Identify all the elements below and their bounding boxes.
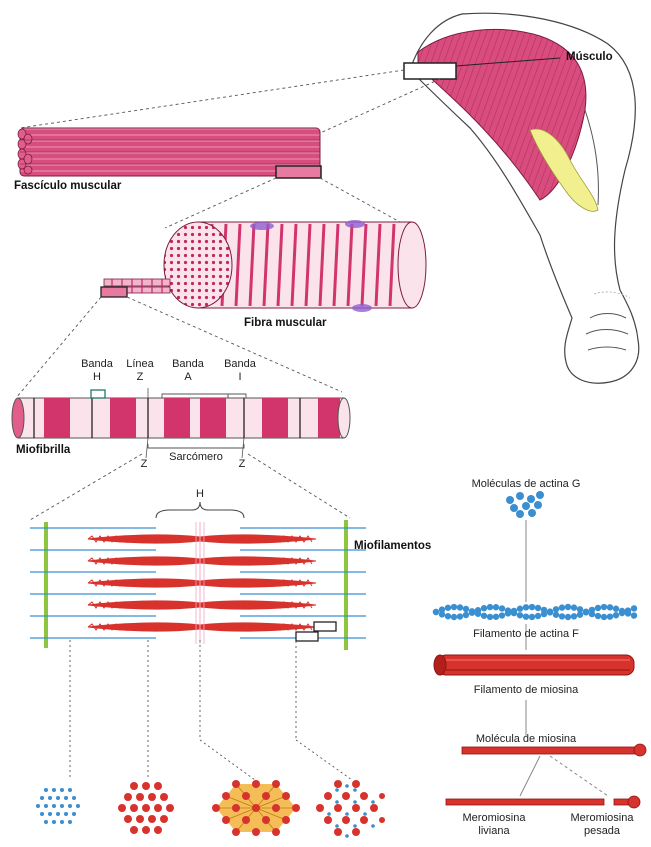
label-meromiosina-liviana-line2: liviana bbox=[478, 825, 509, 838]
actin-f-bead bbox=[613, 612, 619, 618]
label-fibra-muscular: Fibra muscular bbox=[244, 317, 326, 330]
actin-f-bead bbox=[535, 613, 541, 619]
label-banda-a-line2: A bbox=[184, 371, 191, 384]
actin-f-bead bbox=[499, 612, 505, 618]
actin-f-bead bbox=[625, 610, 631, 616]
actin-f-bead bbox=[481, 613, 487, 619]
cross-section-mixed bbox=[316, 780, 385, 838]
actin-f-bead bbox=[589, 607, 595, 613]
actin-f-bead bbox=[607, 604, 613, 610]
actin-f-bead bbox=[499, 605, 505, 611]
label-z-right: Z bbox=[239, 458, 246, 471]
actin-f-bead bbox=[451, 614, 457, 620]
actin-f-bead bbox=[601, 604, 607, 610]
meromiosina-pesada-shape bbox=[614, 796, 640, 808]
arm-cut-box bbox=[404, 63, 456, 79]
actin-f-bead bbox=[469, 608, 475, 614]
label-molecula-miosina: Molécula de miosina bbox=[476, 733, 576, 746]
actin-f-bead bbox=[601, 614, 607, 620]
actin-g-molecules bbox=[506, 491, 544, 518]
actin-f-bead bbox=[457, 604, 463, 610]
actin-f-bead bbox=[457, 613, 463, 619]
actin-f-bead bbox=[517, 612, 523, 618]
myosin-filament bbox=[434, 655, 634, 675]
actin-f-bead bbox=[565, 614, 571, 620]
actin-f-bead bbox=[631, 612, 637, 618]
actin-f-bead bbox=[523, 604, 529, 610]
label-moleculas-actina-g: Moléculas de actina G bbox=[472, 478, 581, 491]
actin-f-bead bbox=[535, 605, 541, 611]
actin-f-bead bbox=[511, 608, 517, 614]
actin-f-bead bbox=[607, 613, 613, 619]
label-h-myofilaments: H bbox=[196, 488, 204, 501]
label-fasciculo-muscular: Fascículo muscular bbox=[14, 180, 121, 193]
actin-f-bead bbox=[631, 605, 637, 611]
actin-f-bead bbox=[445, 613, 451, 619]
label-meromiosina-pesada-line2: pesada bbox=[584, 825, 620, 838]
actin-f-bead bbox=[487, 604, 493, 610]
label-banda-i-line1: Banda bbox=[224, 358, 256, 371]
label-sarcomero: Sarcómero bbox=[169, 451, 223, 464]
actin-f-bead bbox=[505, 610, 511, 616]
label-banda-h-line1: Banda bbox=[81, 358, 113, 371]
label-banda-i-line2: I bbox=[238, 371, 241, 384]
actin-f-bead bbox=[445, 605, 451, 611]
actin-f-bead bbox=[493, 614, 499, 620]
meromiosina-liviana-shape bbox=[446, 799, 604, 805]
label-z-left: Z bbox=[141, 458, 148, 471]
actin-f-bead bbox=[565, 604, 571, 610]
actin-f-bead bbox=[559, 613, 565, 619]
label-musculo: Músculo bbox=[566, 51, 613, 64]
actin-f-bead bbox=[571, 604, 577, 610]
actin-f-bead bbox=[463, 612, 469, 618]
actin-f-bead bbox=[433, 609, 439, 615]
label-filamento-actina-f: Filamento de actina F bbox=[473, 628, 579, 641]
myofibril-cut-box bbox=[101, 287, 127, 297]
actin-f-bead bbox=[553, 606, 559, 612]
myofilaments-illustration bbox=[30, 502, 366, 650]
muscle-fiber-illustration bbox=[104, 220, 426, 312]
actin-f-bead bbox=[517, 606, 523, 612]
actin-f-bead bbox=[571, 613, 577, 619]
actin-f-bead bbox=[475, 611, 481, 617]
label-meromiosina-pesada-line1: Meromiosina bbox=[571, 812, 634, 825]
label-filamento-miosina: Filamento de miosina bbox=[474, 684, 579, 697]
fascicle-illustration bbox=[18, 128, 320, 176]
label-miofilamentos: Miofilamentos bbox=[354, 540, 431, 553]
actin-f-bead bbox=[619, 608, 625, 614]
actin-f-bead bbox=[529, 614, 535, 620]
label-miofibrilla: Miofibrilla bbox=[16, 444, 70, 457]
label-banda-a-line1: Banda bbox=[172, 358, 204, 371]
actin-f-bead bbox=[451, 604, 457, 610]
actin-f-bead bbox=[493, 604, 499, 610]
actin-f-bead bbox=[553, 612, 559, 618]
actin-f-bead bbox=[541, 607, 547, 613]
cross-section-myosin bbox=[118, 782, 174, 834]
actin-f-bead bbox=[583, 609, 589, 615]
label-meromiosina-liviana-line1: Meromiosina bbox=[463, 812, 526, 825]
actin-f-bead bbox=[529, 604, 535, 610]
actin-f-bead bbox=[559, 604, 565, 610]
cross-section-actin bbox=[36, 788, 80, 824]
actin-f-bead bbox=[523, 613, 529, 619]
actin-f-bead bbox=[439, 606, 445, 612]
actin-f-bead bbox=[613, 606, 619, 612]
actin-f-bead bbox=[577, 611, 583, 617]
actin-f-bead bbox=[481, 605, 487, 611]
cross-section-overlap bbox=[212, 780, 300, 836]
actin-f-bead bbox=[595, 605, 601, 611]
label-linea-z-line1: Línea bbox=[126, 358, 154, 371]
actin-f-bead bbox=[463, 606, 469, 612]
actin-f-bead bbox=[595, 613, 601, 619]
label-banda-h-line2: H bbox=[93, 371, 101, 384]
actin-f-filament bbox=[433, 604, 637, 620]
label-linea-z-line2: Z bbox=[137, 371, 144, 384]
actin-f-bead bbox=[547, 609, 553, 615]
actin-f-bead bbox=[487, 614, 493, 620]
fascicle-cut-box bbox=[276, 166, 321, 178]
